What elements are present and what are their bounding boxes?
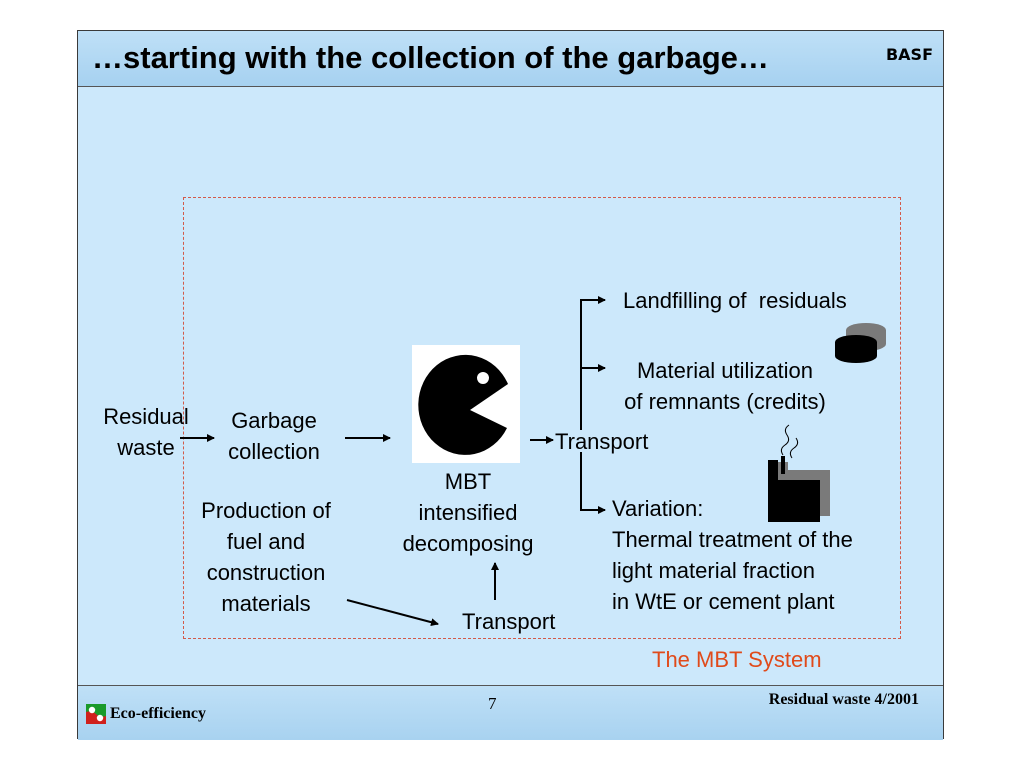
mbt-label: MBT intensified decomposing [402, 469, 534, 556]
eco-efficiency-text: Eco-efficiency [110, 705, 206, 722]
variation-label: Variation: Thermal treatment of the ligh… [612, 496, 853, 614]
pacman-icon [412, 345, 520, 463]
transport-bottom-label: Transport [462, 609, 556, 634]
mbt-system-caption: The MBT System [652, 647, 822, 672]
mbt-system-frame [183, 197, 901, 639]
landfilling-label: Landfilling of residuals [623, 288, 847, 313]
title-bar: …starting with the collection of the gar… [78, 31, 943, 87]
page-number: 7 [488, 694, 497, 713]
arrow-production-to-transport [346, 599, 439, 627]
production-label: Production of fuel and construction mate… [201, 498, 331, 616]
eco-efficiency-label: Eco-efficiency [86, 704, 206, 724]
landfill-disk-icon [835, 323, 886, 363]
slide: …starting with the collection of the gar… [77, 30, 944, 740]
footer-reference: Residual waste 4/2001 [768, 691, 919, 708]
slide-title: …starting with the collection of the gar… [92, 40, 769, 75]
material-utilization-label: Material utilization of remnants (credit… [624, 358, 826, 414]
branch-bracket [580, 299, 600, 430]
residual-waste-label: Residual waste [103, 404, 189, 460]
eco-efficiency-logo-icon [86, 704, 106, 724]
garbage-collection-label: Garbage collection [228, 408, 320, 464]
transport-main-label: Transport [555, 429, 649, 454]
footer: Eco-efficiency 7 Residual waste 4/2001 [78, 685, 943, 740]
branch-bracket-lower [580, 452, 600, 511]
brand-logo-text: BASF [885, 45, 933, 64]
factory-smokestack-icon [768, 424, 830, 522]
